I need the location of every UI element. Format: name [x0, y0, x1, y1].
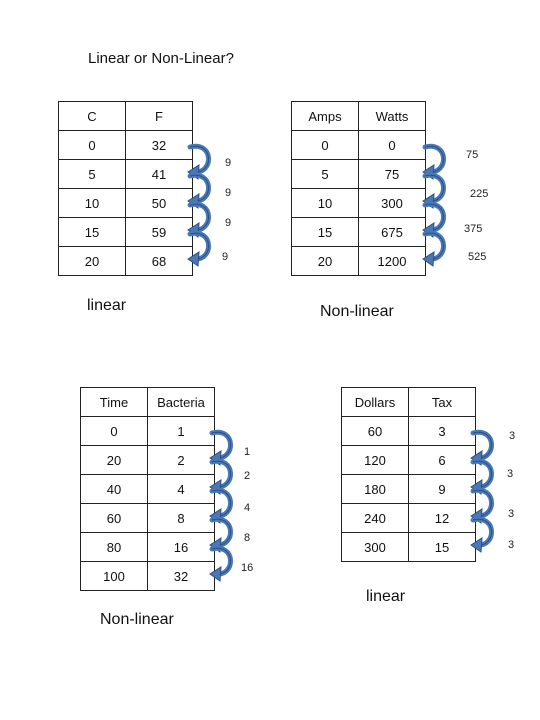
table-cell: 0: [291, 130, 359, 160]
arrowhead: [187, 251, 200, 267]
table-cell: 0: [358, 130, 426, 160]
table-cell: 60: [341, 416, 409, 446]
table-cell: 59: [125, 217, 193, 247]
difference-label: 3: [507, 468, 513, 480]
column-header: Bacteria: [147, 387, 215, 417]
arrowhead: [422, 251, 435, 267]
table-cell: 10: [58, 188, 126, 218]
table-cell: 120: [341, 445, 409, 475]
arrowhead: [209, 566, 222, 582]
difference-label: 9: [225, 157, 231, 169]
difference-label: 3: [508, 508, 514, 520]
difference-label: 75: [466, 149, 478, 161]
difference-label: 16: [241, 562, 253, 574]
column-header: Watts: [358, 101, 426, 131]
difference-label: 9: [225, 187, 231, 199]
table-cell: 0: [58, 130, 126, 160]
table-cell: 20: [291, 246, 359, 276]
table-cell: 300: [341, 532, 409, 562]
difference-label: 9: [222, 251, 228, 263]
difference-label: 375: [464, 223, 482, 235]
table-cell: 5: [58, 159, 126, 189]
difference-label: 4: [244, 502, 250, 514]
table-cell: 15: [291, 217, 359, 247]
difference-label: 225: [470, 188, 488, 200]
verdict-label-bacteria: Non-linear: [100, 611, 174, 628]
difference-label: 3: [509, 430, 515, 442]
column-header: Amps: [291, 101, 359, 131]
arrowhead: [470, 537, 483, 553]
difference-label: 2: [244, 470, 250, 482]
verdict-label-amps: Non-linear: [320, 303, 394, 320]
table-header-row: Time Bacteria: [80, 387, 215, 417]
difference-label: 8: [244, 532, 250, 544]
table-cell: 41: [125, 159, 193, 189]
table-cell: 68: [125, 246, 193, 276]
verdict-label-cf: linear: [87, 297, 127, 314]
table-cell: 20: [58, 246, 126, 276]
table-cell: 1200: [358, 246, 426, 276]
table-cell: 32: [147, 561, 215, 591]
difference-label: 1: [244, 446, 250, 458]
verdict-label-tax: linear: [366, 588, 406, 605]
table-header-row: C F: [58, 101, 193, 131]
table-cell: 0: [80, 416, 148, 446]
arrow-layer: [187, 143, 494, 582]
table-header-row: Amps Watts: [291, 101, 426, 131]
column-header: F: [125, 101, 193, 131]
table-cell: 100: [80, 561, 148, 591]
difference-label: 525: [468, 251, 486, 263]
column-header: C: [58, 101, 126, 131]
table-cell: 10: [291, 188, 359, 218]
difference-label: 3: [508, 539, 514, 551]
difference-label: 9: [225, 217, 231, 229]
page-title: Linear or Non-Linear?: [88, 50, 234, 67]
table-cell: 15: [408, 532, 476, 562]
column-header: Time: [80, 387, 148, 417]
table-cell: 16: [147, 532, 215, 562]
difference-labels: 9 9 9 9 75 225 375 525 1 2 4 8 16 3 3 3 …: [222, 149, 515, 574]
table-cell: 240: [341, 503, 409, 533]
table-cell: 300: [358, 188, 426, 218]
